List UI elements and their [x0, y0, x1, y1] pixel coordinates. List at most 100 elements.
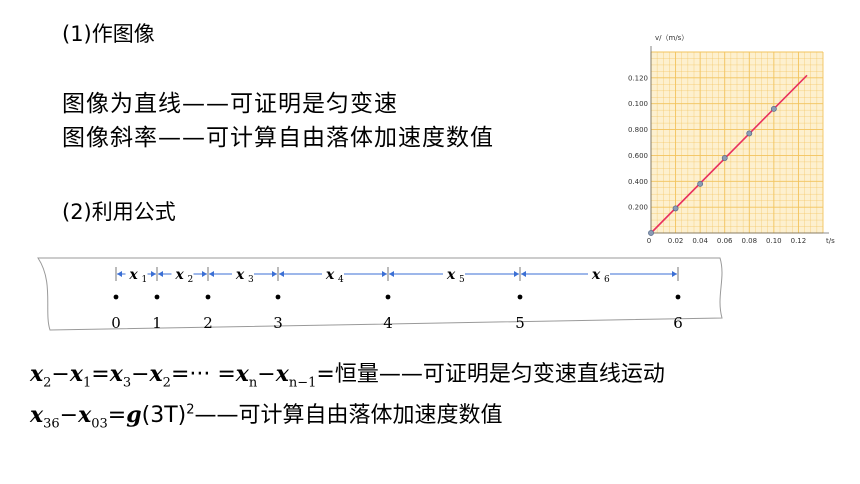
operator: − — [131, 362, 150, 387]
arrowhead-left — [158, 271, 163, 277]
tape-dot — [154, 294, 160, 300]
var: x — [149, 361, 163, 387]
data-point — [721, 155, 728, 161]
data-point — [648, 230, 654, 236]
formula-conclusion: =恒量——可证明是匀变速直线运动 — [316, 362, 665, 387]
arrowhead-left — [209, 271, 214, 277]
x-tick-labels: 0 0.02 0.04 0.06 0.08 0.10 0.12 — [647, 237, 806, 245]
y-tick-label: 0.120 — [628, 74, 648, 82]
arrowhead-left — [117, 271, 122, 277]
superscript: 2 — [186, 402, 195, 418]
data-point — [746, 130, 753, 137]
subscript: 36 — [43, 416, 60, 432]
formula-conclusion: ——可计算自由落体加速度数值 — [194, 403, 503, 428]
var: x — [30, 402, 44, 428]
tape-dot — [113, 294, 119, 300]
operator: =··· = — [170, 362, 236, 387]
tape-point-label: 1 — [152, 314, 162, 332]
operator: − — [51, 362, 70, 387]
tape-dot — [205, 294, 211, 300]
subscript: 3 — [122, 375, 132, 391]
y-tick-label: 0.200 — [628, 204, 648, 212]
data-points — [648, 105, 777, 236]
arrowhead-left — [389, 271, 394, 277]
arrowhead-right — [272, 271, 277, 277]
subscript: 2 — [43, 375, 52, 391]
x-tick-label: 0 — [647, 237, 651, 245]
x-tick-label: 0.04 — [692, 237, 708, 245]
segment-subscript: 6 — [604, 275, 610, 285]
subscript: n−1 — [288, 375, 317, 391]
y-tick-label: 0.400 — [628, 178, 648, 186]
segment-label: x — [446, 267, 456, 283]
subscript: n — [248, 375, 258, 391]
segment-label: x — [591, 267, 601, 283]
tape-dot — [275, 294, 281, 300]
data-point — [672, 205, 679, 212]
var: x — [109, 361, 123, 387]
tape-dot — [385, 294, 391, 300]
operator: − — [257, 362, 276, 387]
subscript: 2 — [162, 375, 171, 391]
grid — [650, 46, 829, 234]
velocity-time-graph: 0.200 0.400 0.600 0.800 0.100 0.120 0 0.02 0.04… — [628, 34, 835, 245]
var: x — [235, 361, 249, 387]
x-tick-label: 0.06 — [717, 237, 733, 245]
data-point — [770, 105, 777, 112]
segment-subscript: 2 — [188, 275, 194, 285]
subscript: 03 — [91, 416, 108, 432]
y-tick-label: 0.800 — [628, 126, 648, 134]
tape-point-label: 6 — [673, 314, 683, 332]
graph-slope-statement: 图像斜率——可计算自由落体加速度数值 — [62, 125, 494, 151]
arrowhead-right — [514, 271, 519, 277]
subscript: 1 — [82, 375, 92, 391]
operator: = — [91, 362, 110, 387]
segment-label: x — [325, 267, 335, 283]
tape-point-label: 3 — [273, 314, 283, 332]
arrowhead-right — [151, 271, 156, 277]
section1-heading: (1)作图像 — [62, 22, 155, 46]
var: x — [69, 361, 83, 387]
segment-label: x — [174, 267, 184, 283]
segment-subscript: 4 — [338, 275, 344, 285]
arrowhead-right — [202, 271, 207, 277]
data-point — [697, 180, 704, 187]
arrowhead-right — [672, 271, 677, 277]
period-term: (3T) — [141, 403, 187, 428]
tape-outline — [37, 257, 723, 331]
var: x — [30, 361, 44, 387]
var: x — [275, 361, 289, 387]
graph-linearity-statement: 图像为直线——可证明是匀变速 — [62, 91, 398, 117]
y-tick-label: 0.600 — [628, 152, 648, 160]
tape-point-label: 4 — [383, 314, 393, 332]
x-tick-label: 0.02 — [668, 237, 684, 245]
operator: − — [59, 403, 79, 428]
var-g: g — [126, 402, 142, 428]
y-tick-labels: 0.200 0.400 0.600 0.800 0.100 0.120 — [628, 74, 648, 211]
x-tick-label: 0.12 — [791, 237, 807, 245]
operator: = — [107, 403, 127, 428]
x-axis-label: t/s — [826, 237, 835, 245]
x-tick-label: 0.08 — [741, 237, 757, 245]
tape-point-label: 0 — [111, 314, 121, 332]
y-axis-label: v/（m/s） — [655, 34, 688, 42]
tape-dot — [517, 294, 523, 300]
x-tick-label: 0.10 — [766, 237, 782, 245]
tape-point-label: 5 — [515, 314, 525, 332]
var: x — [78, 402, 92, 428]
arrowhead-left — [521, 271, 526, 277]
segment-label: x — [235, 267, 245, 283]
segment-subscript: 5 — [459, 275, 465, 285]
segment-subscript: 3 — [248, 275, 254, 285]
section2-heading: (2)利用公式 — [62, 200, 176, 224]
segment-label: x — [128, 267, 138, 283]
arrowhead-left — [279, 271, 284, 277]
segment-subscript: 1 — [142, 275, 148, 285]
y-tick-label: 0.100 — [628, 100, 648, 108]
tape-dot — [675, 294, 681, 300]
difference-formula: x2−x1=x3−x2=··· =xn−xn−1=恒量——可证明是匀变速直线运动 — [30, 356, 665, 390]
acceleration-formula: x36−x03=g(3T)2——可计算自由落体加速度数值 — [30, 397, 503, 431]
arrowhead-right — [382, 271, 387, 277]
